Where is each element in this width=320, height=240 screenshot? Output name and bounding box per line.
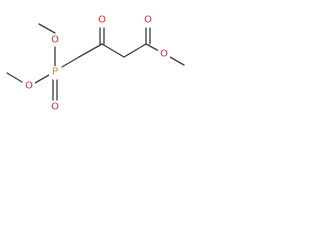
atom-o-ketone: O [96, 14, 108, 26]
atom-label: O [25, 81, 33, 92]
atom-o-ester-single: O [158, 48, 170, 60]
bond-lower-methyl [6, 72, 23, 83]
atom-label: O [51, 102, 59, 113]
atom-label: O [98, 15, 106, 26]
molecule-structure: O O O O O O P [6, 14, 185, 113]
atom-label: P [52, 67, 58, 78]
bonds [6, 23, 185, 101]
atom-labels: O O O O O O P [23, 14, 170, 113]
bond-ketone-ch2 [78, 43, 103, 58]
bond-c-ch2 [123, 43, 147, 58]
bond-ch2-ketone [101, 43, 125, 58]
atom-o-methoxy-lower: O [23, 80, 35, 92]
bond-ester-methyl [169, 56, 185, 66]
bond-p-o-lower [34, 74, 50, 84]
atom-o-phosphoryl: O [49, 101, 61, 113]
bond-ch2-p [61, 56, 80, 68]
bond-upper-methyl [38, 23, 56, 34]
bond-ester-o-c [145, 43, 160, 52]
atom-o-ester-carbonyl: O [142, 14, 154, 26]
structure-canvas: O O O O O O P [0, 0, 203, 131]
atom-label: O [160, 49, 168, 60]
atom-o-methoxy-upper: O [49, 34, 61, 46]
atom-label: O [144, 15, 152, 26]
atom-p: P [49, 66, 61, 79]
atom-label: O [51, 35, 59, 46]
